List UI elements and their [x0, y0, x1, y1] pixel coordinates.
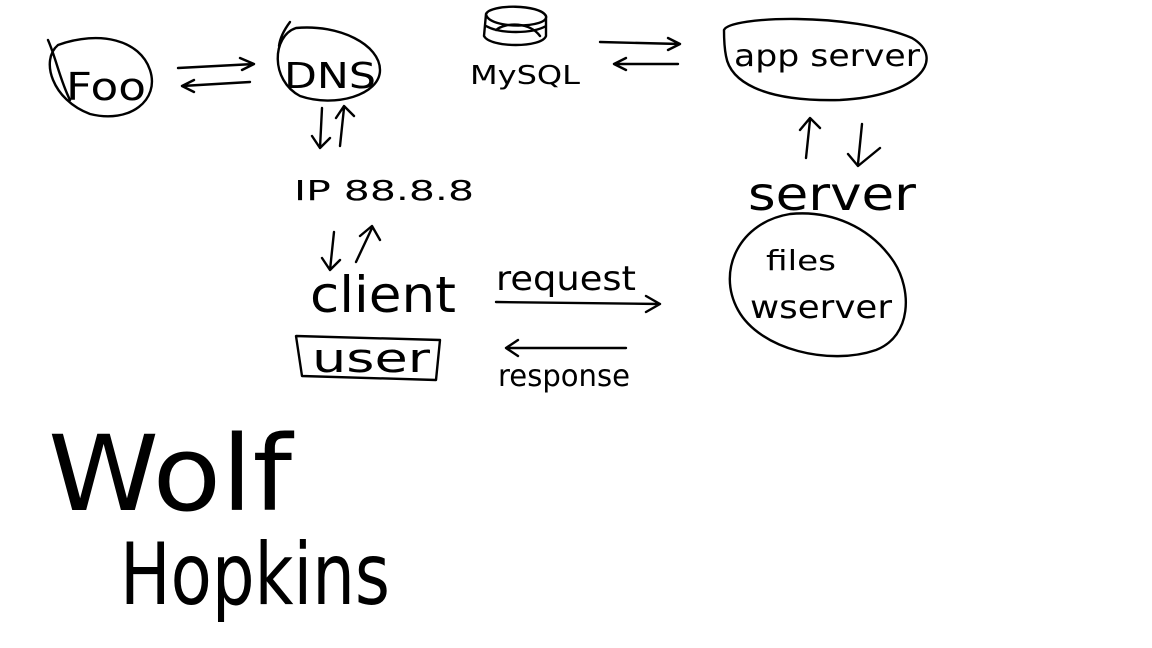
mysql-node: MySQL	[470, 5, 581, 91]
mysql-label: MySQL	[470, 61, 581, 91]
response-label: response	[498, 359, 630, 394]
foo-to-dns-arrow	[176, 56, 256, 72]
dns-to-ip-arrow	[310, 106, 332, 150]
foo-node: Foo	[46, 37, 153, 118]
dns-ip-arrows	[310, 104, 356, 150]
user-box	[294, 334, 442, 382]
files-label: files	[766, 244, 836, 277]
response-arrow	[504, 338, 628, 358]
client-node: client user	[294, 266, 456, 382]
foo-label: Foo	[66, 65, 146, 109]
dns-label: DNS	[284, 56, 376, 97]
server-label: server	[748, 167, 916, 221]
dns-node: DNS	[276, 20, 382, 102]
app-server-ellipse	[722, 17, 928, 102]
foo-ellipse	[46, 37, 153, 118]
ip-to-client-arrow	[320, 230, 342, 272]
mysql-to-app-arrow	[598, 36, 682, 52]
request-edge: request	[494, 259, 662, 314]
server-to-app-arrow	[798, 116, 822, 160]
database-icon	[482, 5, 548, 47]
dns-ellipse	[276, 20, 382, 102]
wserver-label: wserver	[750, 288, 893, 326]
foo-dns-arrows	[176, 56, 256, 94]
ip-client-arrows	[320, 224, 382, 272]
note-line-2: Hopkins	[120, 525, 390, 625]
response-edge: response	[498, 338, 630, 394]
note-line-1: Wolf	[48, 413, 295, 535]
app-server-node: app server	[722, 17, 928, 102]
app-server-label: app server	[734, 39, 921, 74]
request-arrow	[494, 294, 662, 314]
client-label: client	[310, 266, 456, 324]
mysql-app-arrows	[598, 36, 682, 72]
request-label: request	[496, 259, 636, 299]
files-server-ellipse	[728, 212, 907, 358]
ip-address-label: IP 88.8.8	[294, 174, 474, 207]
handwritten-note: Wolf Hopkins	[48, 413, 390, 625]
app-to-mysql-arrow	[612, 56, 680, 72]
client-to-ip-arrow	[354, 224, 382, 264]
app-to-server-arrow	[846, 122, 882, 168]
files-server-node: files wserver	[728, 212, 907, 358]
app-server-arrows	[798, 116, 882, 168]
ip-to-dns-arrow	[334, 104, 356, 148]
user-label: user	[312, 336, 431, 382]
dns-to-foo-arrow	[180, 78, 252, 94]
